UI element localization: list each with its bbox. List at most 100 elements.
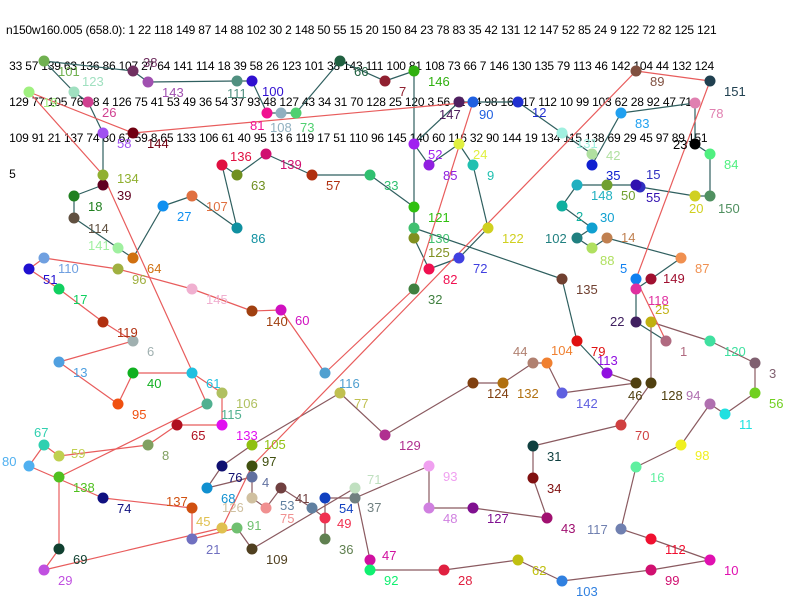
node-label: 1 bbox=[680, 344, 687, 359]
node-134 bbox=[97, 169, 109, 181]
node-96 bbox=[112, 263, 124, 275]
node-label: 38 bbox=[143, 55, 157, 70]
tour-edge bbox=[620, 466, 637, 530]
node-71 bbox=[349, 482, 361, 494]
node-21 bbox=[186, 533, 198, 545]
node-label: 33 bbox=[384, 178, 398, 193]
tour-edge bbox=[191, 372, 223, 394]
tour-edge bbox=[650, 321, 711, 342]
tour-edge bbox=[650, 538, 711, 561]
node-label: 59 bbox=[71, 446, 85, 461]
node-labels: 1234567891011121314151617181920212223242… bbox=[2, 55, 783, 599]
tour-edge bbox=[251, 70, 637, 467]
tour-edge bbox=[206, 476, 253, 489]
node-115 bbox=[201, 398, 213, 410]
node-84 bbox=[704, 148, 716, 160]
node-label: 70 bbox=[635, 428, 649, 443]
node-113 bbox=[601, 367, 613, 379]
tour-edge bbox=[102, 497, 193, 509]
tour-edge bbox=[28, 268, 60, 290]
node-138 bbox=[53, 471, 65, 483]
node-label: 84 bbox=[724, 157, 738, 172]
node-104 bbox=[541, 357, 553, 369]
node-label: 48 bbox=[443, 511, 457, 526]
node-label: 88 bbox=[600, 253, 614, 268]
node-label: 79 bbox=[591, 344, 605, 359]
node-label: 46 bbox=[628, 388, 642, 403]
node-5 bbox=[630, 273, 642, 285]
tour-edge bbox=[251, 392, 341, 446]
node-49 bbox=[319, 512, 331, 524]
node-137 bbox=[186, 502, 198, 514]
node-135 bbox=[556, 273, 568, 285]
node-149 bbox=[645, 273, 657, 285]
node-label: 112 bbox=[665, 542, 686, 557]
tour-edge bbox=[28, 91, 104, 176]
tour-edge bbox=[147, 80, 238, 83]
node-label: 17 bbox=[73, 292, 87, 307]
node-112 bbox=[645, 533, 657, 545]
node-label: 100 bbox=[262, 84, 284, 99]
node-label: 130 bbox=[428, 231, 450, 246]
node-87 bbox=[675, 252, 687, 264]
node-label: 89 bbox=[650, 74, 664, 89]
tour-edge bbox=[147, 424, 178, 446]
tour-edge bbox=[43, 527, 223, 571]
tour-edge bbox=[443, 559, 519, 571]
node-label: 77 bbox=[354, 396, 368, 411]
node-label: 44 bbox=[513, 344, 527, 359]
tour-edge bbox=[251, 80, 268, 114]
node-label: 95 bbox=[132, 407, 146, 422]
tour-edge bbox=[87, 101, 104, 134]
node-66 bbox=[334, 55, 346, 67]
node-label: 91 bbox=[247, 518, 261, 533]
node-label: 137 bbox=[166, 494, 188, 509]
tour-edge bbox=[58, 288, 104, 323]
node-9 bbox=[467, 159, 479, 171]
node-119 bbox=[97, 316, 109, 328]
node-70 bbox=[615, 419, 627, 431]
node-label: 54 bbox=[339, 501, 353, 516]
node-38 bbox=[127, 65, 139, 77]
node-24 bbox=[453, 138, 465, 150]
node-99 bbox=[645, 564, 657, 576]
node-label: 30 bbox=[600, 210, 614, 225]
node-label: 16 bbox=[650, 470, 664, 485]
node-22 bbox=[630, 316, 642, 328]
node-141 bbox=[112, 242, 124, 254]
node-label: 9 bbox=[487, 168, 494, 183]
tour-edge bbox=[384, 382, 474, 436]
node-label: 31 bbox=[547, 449, 561, 464]
node-label: 50 bbox=[621, 188, 635, 203]
node-121 bbox=[408, 201, 420, 213]
node-78 bbox=[689, 97, 701, 109]
node-52 bbox=[408, 138, 420, 150]
node-123 bbox=[68, 86, 80, 98]
node-107 bbox=[186, 190, 198, 202]
node-label: 14 bbox=[621, 230, 635, 245]
node-83 bbox=[615, 107, 627, 119]
node-label: 128 bbox=[661, 388, 683, 403]
node-label: 21 bbox=[206, 542, 220, 557]
tour-edge bbox=[73, 217, 119, 249]
node-label: 151 bbox=[724, 84, 746, 99]
node-68 bbox=[201, 482, 213, 494]
tour-edge bbox=[339, 60, 386, 82]
tour-edge bbox=[639, 186, 696, 197]
node-label: 65 bbox=[191, 428, 205, 443]
node-86 bbox=[231, 222, 243, 234]
tour-edge bbox=[102, 174, 208, 405]
tour-edge bbox=[680, 403, 711, 446]
node-28 bbox=[438, 564, 450, 576]
node-114 bbox=[68, 212, 80, 224]
tour-edge bbox=[324, 288, 415, 374]
tour-edge bbox=[561, 382, 637, 394]
node-label: 135 bbox=[576, 282, 598, 297]
node-1 bbox=[660, 335, 672, 347]
node-label: 113 bbox=[597, 353, 618, 368]
tour-edge bbox=[635, 70, 711, 82]
node-label: 118 bbox=[648, 293, 669, 308]
node-35 bbox=[586, 159, 598, 171]
node-133 bbox=[216, 419, 228, 431]
